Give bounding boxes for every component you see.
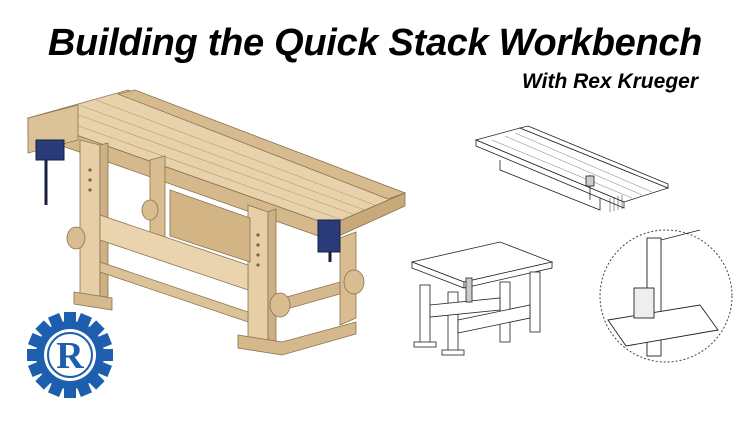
gear-r-logo-icon: R [27, 312, 113, 398]
page-title: Building the Quick Stack Workbench [47, 22, 703, 64]
bench-top-drawing-icon [474, 125, 670, 212]
logo-letter: R [56, 335, 84, 377]
workbench-render-icon [26, 89, 407, 356]
joint-detail-icon [599, 229, 733, 363]
page-subtitle: With Rex Krueger [521, 70, 698, 93]
bench-base-drawing-icon [410, 241, 554, 356]
